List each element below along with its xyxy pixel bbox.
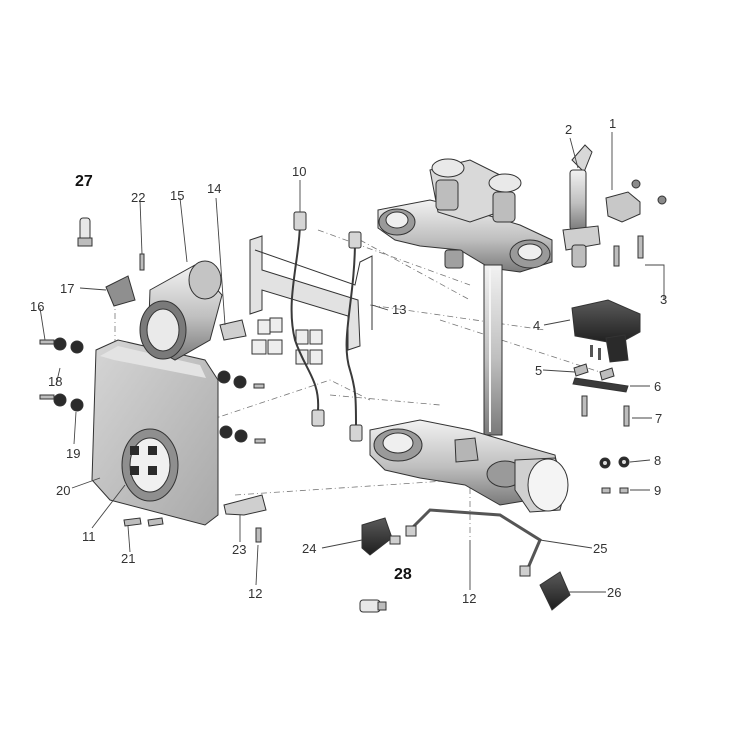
lower-bracket bbox=[223, 494, 267, 543]
steering-lock bbox=[562, 144, 601, 268]
callout-27: 27 bbox=[75, 173, 93, 190]
turn-signal-right bbox=[539, 571, 571, 611]
callout-12-right: 12 bbox=[462, 591, 476, 606]
callout-labels: 1 2 3 4 5 6 7 8 9 10 11 12 12 13 14 15 1… bbox=[30, 116, 667, 606]
callout-12-left: 12 bbox=[248, 586, 262, 601]
callout-16: 16 bbox=[30, 299, 44, 314]
callout-11: 11 bbox=[82, 529, 96, 544]
small-hardware-right bbox=[572, 363, 630, 494]
callout-19: 19 bbox=[66, 446, 80, 461]
callout-8: 8 bbox=[654, 453, 661, 468]
signal-bulb bbox=[359, 599, 387, 613]
callout-23: 23 bbox=[232, 542, 246, 557]
small-hardware-left bbox=[39, 253, 266, 527]
callout-14: 14 bbox=[207, 181, 221, 196]
headlight-housing bbox=[91, 339, 219, 526]
leader-lines bbox=[39, 132, 665, 593]
callout-20: 20 bbox=[56, 483, 70, 498]
callout-18: 18 bbox=[48, 374, 62, 389]
callout-7: 7 bbox=[655, 411, 662, 426]
signal-stalk bbox=[405, 508, 542, 577]
wiring-harness bbox=[290, 211, 363, 442]
lock-bracket bbox=[605, 179, 667, 267]
callout-21: 21 bbox=[121, 551, 135, 566]
callout-15: 15 bbox=[170, 188, 184, 203]
callout-13: 13 bbox=[392, 302, 406, 317]
callout-6: 6 bbox=[654, 379, 661, 394]
callout-4: 4 bbox=[533, 318, 540, 333]
callout-1: 1 bbox=[609, 116, 616, 131]
headlight-bulb bbox=[77, 217, 93, 247]
callout-24: 24 bbox=[302, 541, 316, 556]
callout-5: 5 bbox=[535, 363, 542, 378]
headlight-unit bbox=[139, 260, 223, 361]
callout-10: 10 bbox=[292, 164, 306, 179]
turn-signal-left bbox=[361, 517, 401, 556]
lower-triple-clamp bbox=[369, 419, 569, 513]
black-control-module bbox=[571, 299, 641, 363]
callout-9: 9 bbox=[654, 483, 661, 498]
callout-2: 2 bbox=[565, 122, 572, 137]
callout-22: 22 bbox=[131, 190, 145, 205]
callout-28: 28 bbox=[394, 566, 412, 583]
upper-triple-clamp bbox=[377, 158, 553, 273]
callout-17: 17 bbox=[60, 281, 74, 296]
callout-26: 26 bbox=[607, 585, 621, 600]
steering-stem bbox=[483, 264, 503, 436]
callout-3: 3 bbox=[660, 292, 667, 307]
callout-25: 25 bbox=[593, 541, 607, 556]
